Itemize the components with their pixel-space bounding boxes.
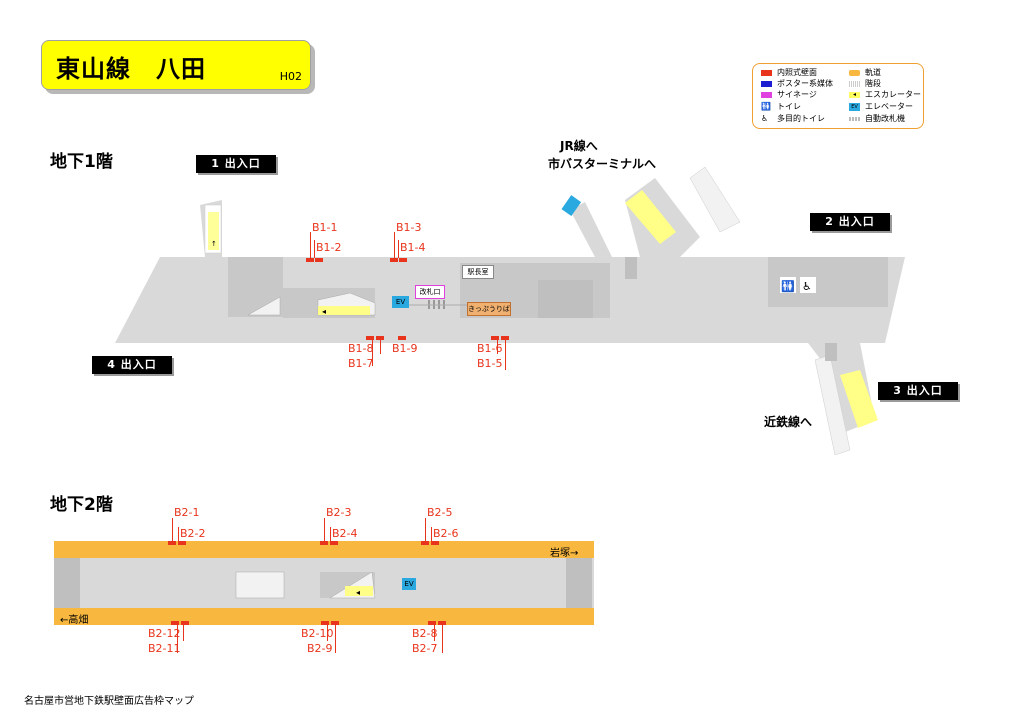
legend-item: ポスター系媒体: [761, 79, 833, 89]
escalator-icon: ◂: [849, 91, 860, 98]
svg-text:◂: ◂: [322, 307, 326, 316]
floor-title-b2: 地下2階: [50, 495, 113, 515]
direction-iwatsuka: 岩塚→: [550, 548, 579, 559]
exit-3-label: 3 出入口: [878, 382, 958, 400]
escalator-icon: [318, 306, 370, 315]
ad-slot-b1-6: B1-6: [477, 342, 503, 355]
ad-slot-b2-2: B2-2: [180, 527, 206, 540]
ad-slot-b2-5: B2-5: [427, 506, 453, 519]
swatch-icon: [761, 69, 772, 76]
destination-kintetsu: 近鉄線へ: [764, 415, 813, 429]
ad-slot-b1-5: B1-5: [477, 357, 503, 370]
elevator-icon: [561, 195, 582, 216]
legend-item: サイネージ: [761, 90, 817, 100]
exit-2-label: 2 出入口: [810, 213, 890, 231]
track-icon: [849, 69, 860, 76]
exit-4-label: 4 出入口: [92, 356, 172, 374]
destination-jr: JR線へ: [560, 139, 598, 153]
wheelchair-icon: ♿: [761, 114, 769, 123]
station-code: H02: [279, 70, 302, 83]
footer-caption: 名古屋市営地下鉄駅壁面広告枠マップ: [24, 696, 194, 707]
ticket-gate-label: 改札口: [415, 285, 445, 299]
ad-slot-b1-7: B1-7: [348, 357, 374, 370]
ad-slot-b2-11: B2-11: [148, 642, 181, 655]
stairs-icon: [689, 166, 741, 233]
ad-slot-b2-4: B2-4: [332, 527, 358, 540]
toilet-icon: [780, 277, 796, 293]
track-north: [54, 541, 594, 558]
ad-slot-b1-8: B1-8: [348, 342, 374, 355]
swatch-icon: [761, 91, 772, 98]
legend-item: 自動改札機: [849, 114, 905, 124]
legend-item: ♿多目的トイレ: [761, 114, 825, 123]
escalator-icon: [208, 212, 219, 250]
legend: 内照式壁面 ポスター系媒体 サイネージ 🚻トイレ ♿多目的トイレ 軌道 階段 ◂…: [752, 63, 924, 129]
destination-bus: 市バスターミナルへ: [548, 157, 657, 171]
ticket-machine-label: きっぷうりば: [467, 302, 511, 316]
legend-item: 軌道: [849, 68, 881, 78]
legend-item: 🚻トイレ: [761, 102, 801, 111]
wheelchair-icon: [800, 277, 816, 293]
ad-slot-b1-3: B1-3: [396, 221, 422, 234]
station-title-box: 東山線 八田 H02: [41, 40, 311, 90]
ad-slot-b1-4: B1-4: [400, 241, 426, 254]
ad-slot-b2-10: B2-10: [301, 627, 334, 640]
ad-slot-b1-9: B1-9: [392, 342, 418, 355]
stairs-icon: [247, 296, 281, 316]
station-title: 東山線 八田: [56, 55, 206, 83]
station-office-label: 駅長室: [462, 265, 494, 279]
ad-slot-b2-8: B2-8: [412, 627, 438, 640]
elevator-icon: EV: [402, 578, 416, 590]
svg-text:↑: ↑: [211, 240, 217, 248]
ad-slot-b2-7: B2-7: [412, 642, 438, 655]
ad-slot-b2-9: B2-9: [307, 642, 333, 655]
stairs-icon: [849, 80, 860, 87]
ad-slot-b2-3: B2-3: [326, 506, 352, 519]
ticket-gate-icon: [849, 116, 860, 121]
escalator-icon: [345, 586, 373, 596]
floor-title-b1: 地下1階: [50, 152, 113, 172]
escalator-icon: [840, 370, 878, 428]
ad-slot-b1-2: B1-2: [316, 241, 342, 254]
swatch-icon: [761, 80, 772, 87]
elevator-icon: EV: [392, 296, 409, 308]
escalator-icon: [625, 190, 676, 244]
svg-text:◂: ◂: [356, 588, 360, 597]
elevator-icon: EV: [849, 102, 860, 111]
direction-takabata: ←高畑: [60, 615, 89, 626]
ad-slot-b2-6: B2-6: [433, 527, 459, 540]
track-south: [54, 608, 594, 625]
ad-slot-b1-1: B1-1: [312, 221, 338, 234]
stairs-icon: [235, 571, 285, 599]
ad-slot-b2-1: B2-1: [174, 506, 200, 519]
svg-text:🚻: 🚻: [781, 280, 795, 293]
toilet-icon: 🚻: [761, 102, 771, 111]
legend-item: 内照式壁面: [761, 68, 817, 78]
legend-item: 階段: [849, 79, 881, 89]
legend-item: ◂エスカレーター: [849, 90, 921, 100]
svg-text:♿: ♿: [802, 280, 812, 293]
ad-slot-b2-12: B2-12: [148, 627, 181, 640]
exit-1-label: 1 出入口: [196, 155, 276, 173]
